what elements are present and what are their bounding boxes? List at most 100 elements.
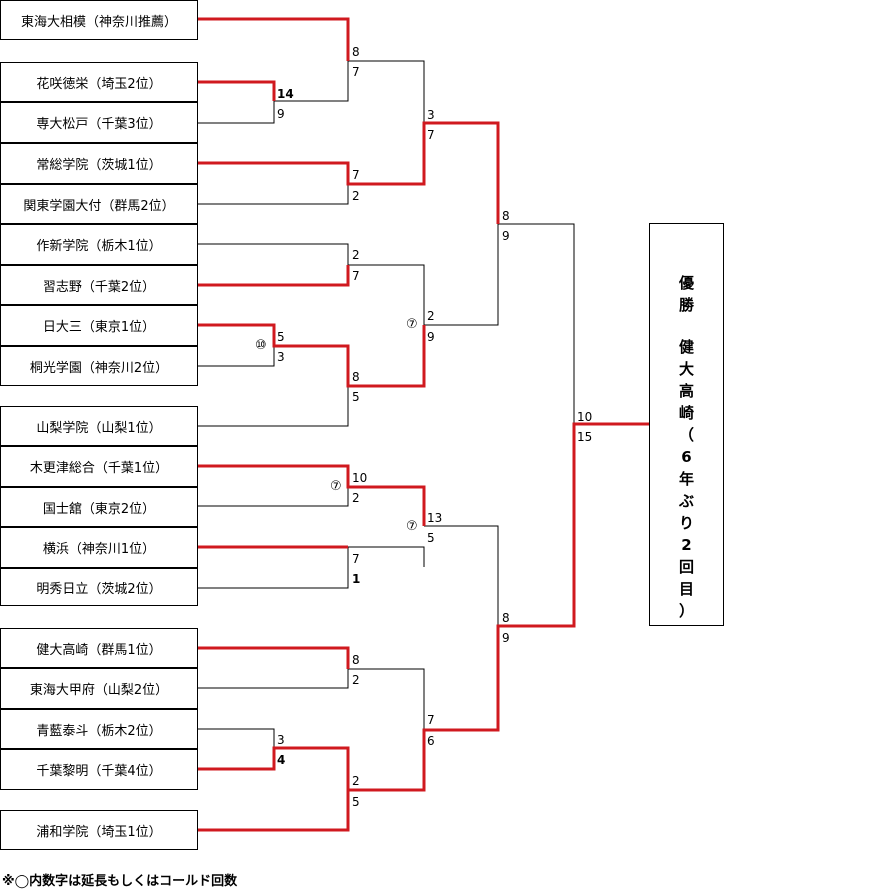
- score-label: 1: [352, 572, 361, 586]
- champion-name-char: 崎: [678, 404, 694, 422]
- team-box: 青藍泰斗（栃木2位）: [0, 709, 198, 749]
- winner-path: [198, 790, 350, 832]
- winner-path: [198, 17, 350, 61]
- score-label: 2: [352, 189, 360, 203]
- bracket-line: [348, 668, 425, 730]
- champion-name-char: 高: [678, 382, 694, 400]
- team-box: 健大高崎（群馬1位）: [0, 628, 198, 668]
- team-box: 桐光学園（神奈川2位）: [0, 346, 198, 386]
- score-label: 9: [427, 330, 435, 344]
- score-label: 4: [277, 753, 286, 767]
- bracket-line: [198, 82, 275, 124]
- team-box: 浦和学院（埼玉1位）: [0, 810, 198, 850]
- score-label: 5: [277, 330, 285, 344]
- champion-name-char: （: [678, 426, 694, 444]
- bracket-line: [424, 224, 499, 326]
- winner-lines: [198, 17, 649, 832]
- extra-inning-marker: ⑦: [406, 317, 418, 332]
- score-label: 5: [352, 390, 360, 404]
- score-label: 7: [352, 168, 360, 182]
- team-box: 関東学園大付（群馬2位）: [0, 184, 198, 224]
- score-label: 10: [352, 471, 368, 485]
- footnote: ※◯内数字は延長もしくはコールド回数: [2, 874, 238, 889]
- score-label: 15: [577, 430, 593, 444]
- score-label: 14: [277, 87, 294, 101]
- score-label: 9: [277, 107, 285, 121]
- bracket-line: [274, 61, 349, 102]
- champion-name-char: 回: [678, 558, 694, 576]
- score-label: 3: [427, 108, 435, 122]
- champion-name-char: 目: [678, 580, 694, 598]
- bracket-line: [198, 163, 349, 205]
- score-label: 9: [502, 229, 510, 243]
- score-label: 8: [502, 611, 510, 625]
- team-box: 横浜（神奈川1位）: [0, 527, 198, 568]
- score-label: 7: [427, 128, 435, 142]
- extra-inning-marker: ⑦: [330, 479, 342, 494]
- winner-path: [198, 323, 426, 388]
- score-label: 8: [352, 653, 360, 667]
- champion-name-char: 年: [678, 470, 694, 488]
- champion-name-char: ぶ: [678, 492, 694, 510]
- team-box: 千葉黎明（千葉4位）: [0, 749, 198, 790]
- champion-box: 優勝 健大高崎 （ 6 年ぶり 2 回目 ）: [649, 223, 724, 626]
- bracket-line: [424, 525, 499, 626]
- bracket-line: [348, 60, 425, 123]
- winner-path: [198, 464, 426, 526]
- bracket-line: [198, 466, 349, 507]
- team-box: 日大三（東京1位）: [0, 305, 198, 346]
- bracket-line: [198, 243, 349, 265]
- score-label: 10: [577, 410, 593, 424]
- score-label: 7: [352, 269, 360, 283]
- score-label: 2: [352, 673, 360, 687]
- team-box: 国士舘（東京2位）: [0, 487, 198, 527]
- bracket-line: [198, 728, 275, 748]
- bracket-line: [498, 223, 575, 424]
- score-label: 2: [427, 309, 435, 323]
- bracket-line: [348, 546, 425, 567]
- champion-name-char: 6: [681, 448, 692, 466]
- team-box: 習志野（千葉2位）: [0, 265, 198, 305]
- bracket-line: [198, 648, 349, 689]
- team-box: 東海大相模（神奈川推薦）: [0, 0, 198, 40]
- winner-path: [198, 80, 276, 101]
- winner-path: [198, 422, 649, 792]
- team-box: 常総学院（茨城1位）: [0, 143, 198, 184]
- winner-path: [198, 265, 350, 287]
- score-label: 7: [352, 65, 360, 79]
- team-box: 山梨学院（山梨1位）: [0, 406, 198, 446]
- champion-name-char: 健: [678, 338, 694, 356]
- score-label: 7: [352, 552, 360, 566]
- team-box: 専大松戸（千葉3位）: [0, 102, 198, 143]
- score-label: 8: [352, 370, 360, 384]
- score-label: 9: [502, 631, 510, 645]
- team-box: 木更津総合（千葉1位）: [0, 446, 198, 487]
- champion-name-char: 大: [678, 360, 694, 378]
- score-label: 2: [352, 491, 360, 505]
- score-label: 8: [502, 209, 510, 223]
- bracket-line: [348, 264, 425, 325]
- extra-inning-marker: ⑩: [255, 338, 267, 353]
- champion-label: 優勝: [679, 272, 694, 316]
- loser-lines: [198, 60, 575, 790]
- bracket-line: [198, 346, 349, 427]
- bracket-line: [198, 547, 349, 589]
- champion-label-char: 勝: [678, 296, 694, 314]
- score-label: 13: [427, 511, 443, 525]
- score-label: 5: [427, 531, 435, 545]
- team-box: 明秀日立（茨城2位）: [0, 568, 198, 606]
- champion-name-char: 2: [681, 536, 692, 554]
- score-label: 3: [277, 350, 285, 364]
- score-label: 5: [352, 795, 360, 809]
- extra-inning-marker: ⑦: [406, 519, 418, 534]
- team-box: 作新学院（栃木1位）: [0, 224, 198, 265]
- champion-name-char: ）: [678, 602, 694, 620]
- score-label: 8: [352, 45, 360, 59]
- score-label: 3: [277, 733, 285, 747]
- team-box: 東海大甲府（山梨2位）: [0, 668, 198, 709]
- score-label: 2: [352, 774, 360, 788]
- winner-path: [198, 121, 500, 224]
- champion-name-char: り: [678, 514, 694, 532]
- team-box: 花咲徳栄（埼玉2位）: [0, 62, 198, 102]
